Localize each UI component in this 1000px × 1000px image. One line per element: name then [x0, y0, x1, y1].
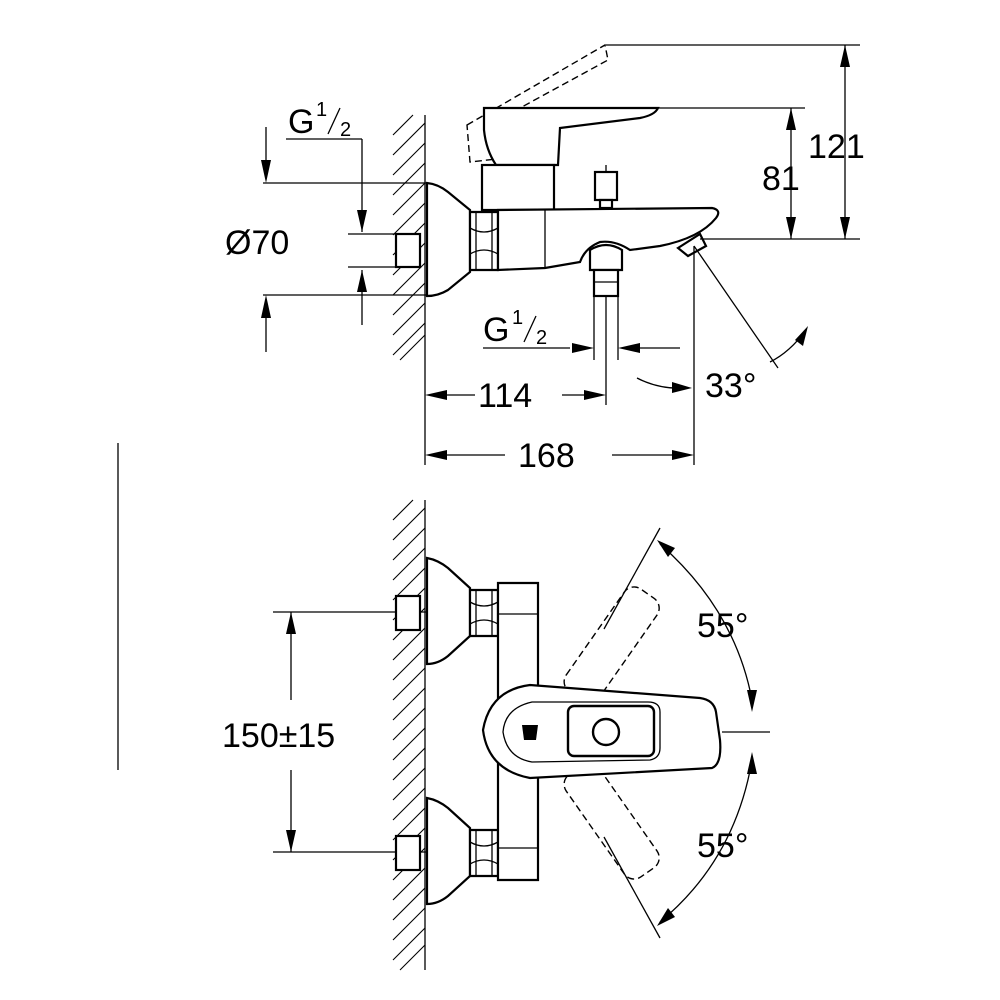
label-projection-outlet: 114: [478, 377, 532, 415]
lever-side: [482, 106, 660, 167]
nut-lower: [468, 828, 500, 878]
thread-top-base: G: [288, 103, 314, 141]
flange-lower: [425, 796, 472, 906]
thread-bottom-den: 2: [536, 327, 547, 349]
hose-outlet: [592, 268, 620, 298]
wall-side: [392, 114, 426, 361]
nut-upper: [468, 588, 500, 638]
mixer-body-side: [496, 206, 720, 272]
thread-bottom-base: G: [483, 311, 509, 349]
label-lever-angle-down: 55°: [697, 827, 748, 865]
lever-window: [566, 704, 656, 758]
label-projection-total: 168: [518, 437, 575, 475]
label-thread-bottom: G 1 2: [483, 307, 547, 349]
label-height-lever: 121: [808, 128, 865, 166]
flange-side: [425, 181, 472, 298]
flange-upper: [425, 556, 472, 666]
nut-side: [468, 210, 500, 272]
lever-button: [591, 717, 621, 747]
thread-top-num: 1: [316, 99, 327, 121]
label-angle-spout: 33°: [705, 367, 756, 405]
front-view: [117, 443, 770, 971]
label-flange-diameter: Ø70: [225, 224, 289, 262]
spout-aerator: [676, 232, 708, 258]
thread-bottom-num: 1: [512, 307, 523, 329]
lever-down-outline: [563, 762, 660, 880]
diverter-knob: [593, 170, 619, 202]
lever-front: [481, 683, 722, 780]
inlet-connector-upper: [394, 594, 422, 632]
label-height-spout: 81: [762, 160, 800, 198]
side-view: [261, 43, 860, 465]
label-thread-top: G 1 2: [288, 99, 351, 141]
wall-front: [392, 499, 426, 971]
lever-up-outline: [563, 586, 660, 704]
thread-top-den: 2: [340, 119, 351, 141]
inlet-connector-side: [394, 232, 422, 269]
cartridge-body-side: [480, 163, 556, 212]
label-centres: 150±15: [222, 717, 335, 755]
label-lever-angle-up: 55°: [697, 607, 748, 645]
inlet-connector-lower: [394, 834, 422, 872]
